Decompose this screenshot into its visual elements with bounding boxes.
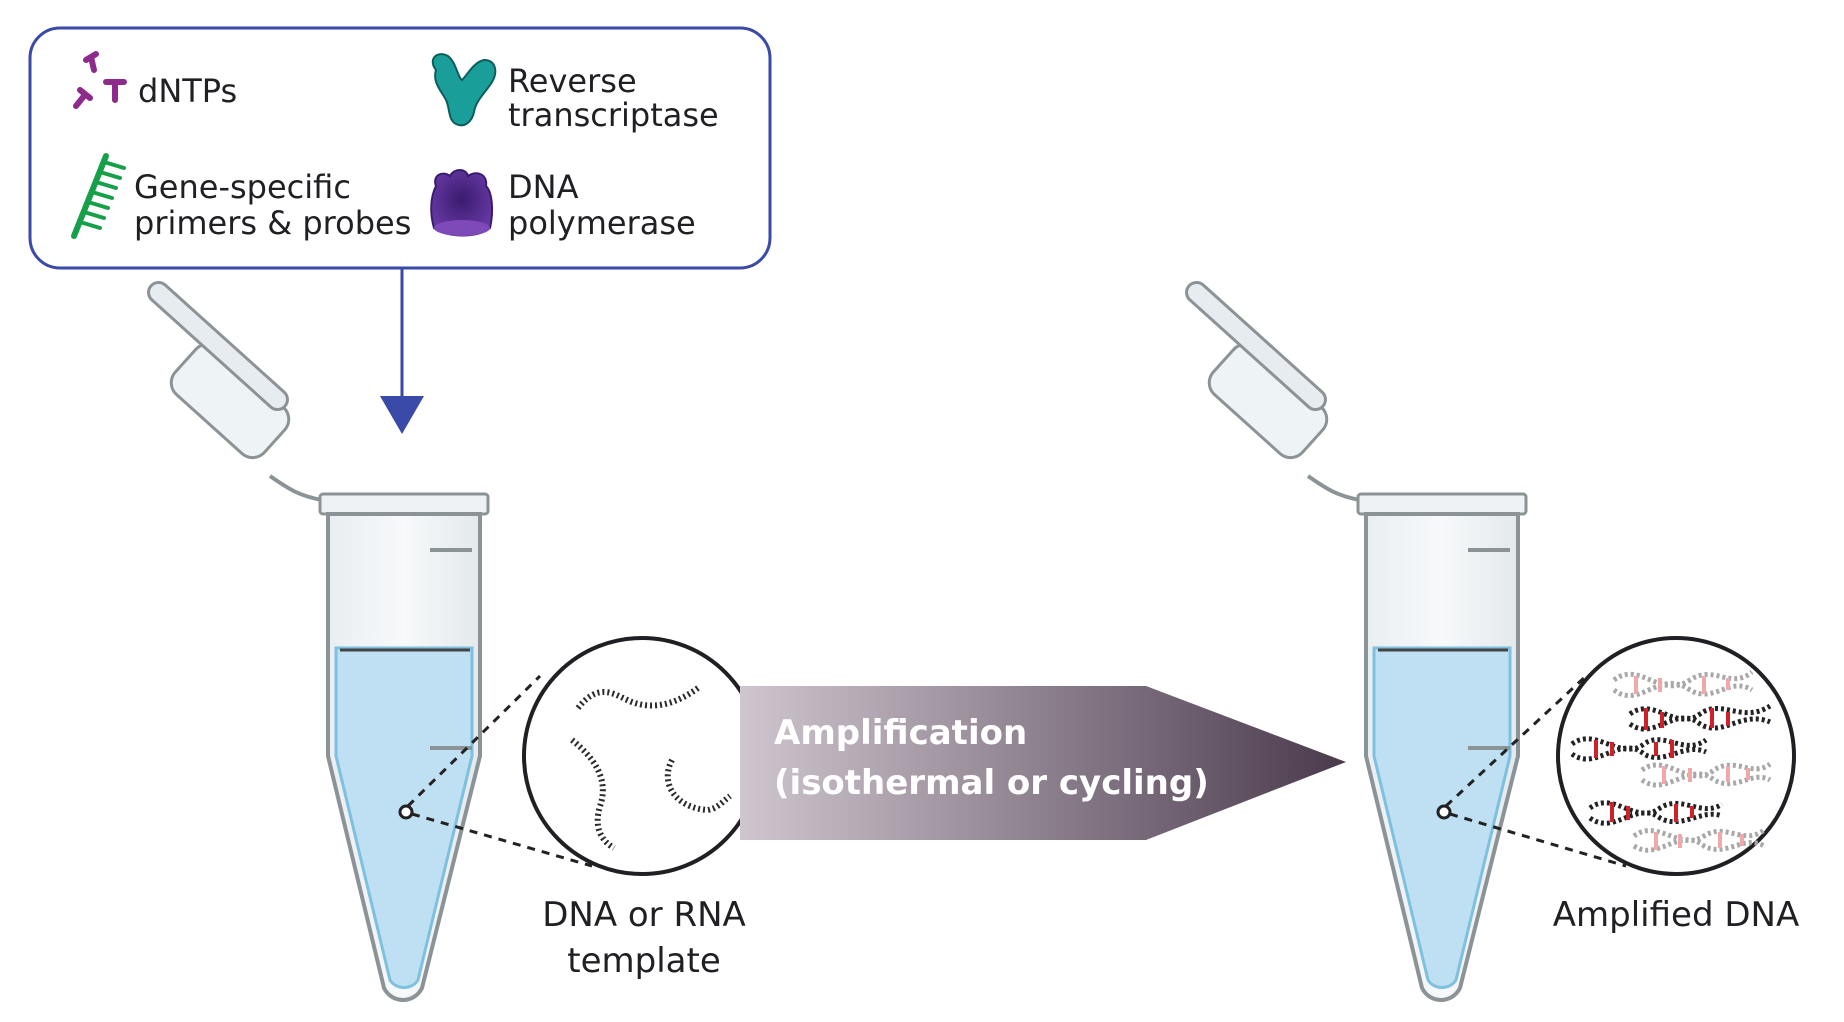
amplification-label-line2: (isothermal or cycling) [774, 763, 1209, 803]
left-caption-line2: template [567, 941, 720, 981]
dntps-icon [73, 51, 127, 109]
template-zoom-circle [522, 636, 762, 876]
reverse-transcriptase-icon [431, 53, 497, 127]
amplification-arrow: Amplification (isothermal or cycling) [740, 686, 1346, 840]
legend-box: dNTPs Reverse transcriptase Gene-specifi… [28, 26, 772, 270]
primer-probe-icon [71, 153, 126, 239]
sample-point [1436, 804, 1452, 820]
amplification-label-line1: Amplification [774, 713, 1027, 753]
tube-lid [1185, 280, 1361, 502]
legend-label-reverse-transcriptase-2: transcriptase [508, 96, 719, 134]
legend-label-primers-2: primers & probes [134, 204, 411, 242]
right-caption: Amplified DNA [1553, 895, 1799, 935]
reagent-arrow [380, 268, 424, 434]
legend-label-dntps: dNTPs [138, 72, 237, 110]
amplified-zoom-circle [1556, 636, 1796, 876]
dna-base-pairs [1594, 676, 1750, 850]
legend-label-polymerase-2: polymerase [508, 204, 696, 242]
tube-lid [147, 280, 323, 502]
legend-label-primers-1: Gene-specific [134, 168, 351, 206]
sample-point [398, 804, 414, 820]
dna-polymerase-icon [430, 169, 494, 237]
legend-border [28, 26, 772, 270]
legend-label-reverse-transcriptase-1: Reverse [508, 62, 637, 100]
right-tube [1185, 280, 1627, 1002]
tube-rim [318, 492, 490, 516]
legend-label-polymerase-1: DNA [508, 168, 579, 206]
template-strand [570, 685, 732, 851]
left-tube [147, 280, 593, 1002]
tube-rim [1356, 492, 1528, 516]
amplified-dna-helix [1570, 669, 1772, 853]
left-caption-line1: DNA or RNA [542, 895, 746, 935]
